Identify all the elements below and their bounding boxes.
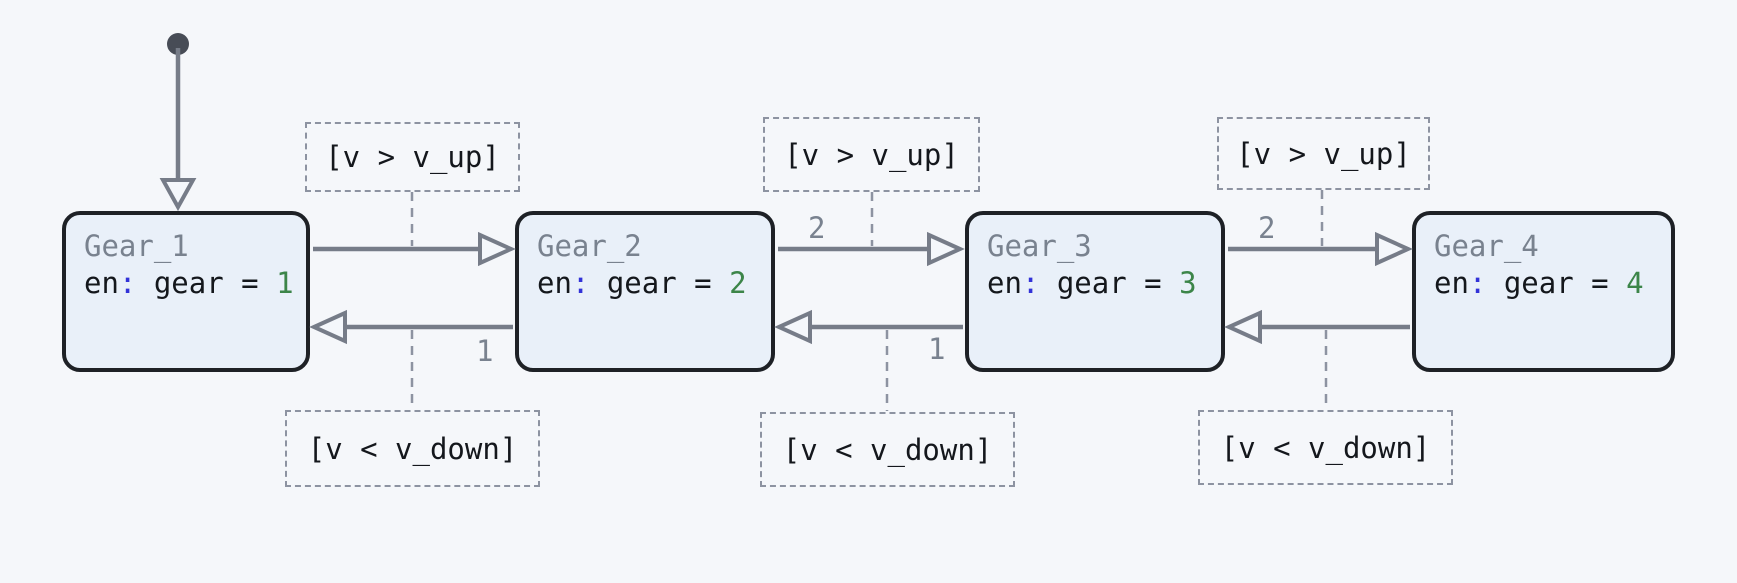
state-entry-action: en: gear = 2 [537, 265, 771, 302]
state-gear-1[interactable]: Gear_1 en: gear = 1 [62, 211, 310, 372]
initial-transition[interactable] [159, 33, 197, 212]
entry-value: 1 [276, 266, 294, 300]
arrowhead-icon [478, 231, 516, 267]
entry-colon: : [571, 266, 590, 300]
arrowhead-icon [927, 231, 965, 267]
state-title: Gear_4 [1434, 229, 1539, 263]
state-title: Gear_1 [84, 229, 189, 263]
transition-order-gear2-to-gear3: 2 [808, 211, 826, 245]
state-gear-2[interactable]: Gear_2 en: gear = 2 [515, 211, 775, 372]
transition-gear3-to-gear2[interactable] [774, 309, 963, 345]
arrowhead-icon [309, 309, 347, 345]
state-entry-action: en: gear = 1 [84, 265, 306, 302]
state-gear-3[interactable]: Gear_3 en: gear = 3 [965, 211, 1225, 372]
guard-label-down-1[interactable]: [v < v_down] [285, 410, 540, 487]
guard-label-up-1[interactable]: [v > v_up] [305, 122, 520, 192]
entry-expression: gear = [1486, 266, 1627, 300]
transition-gear2-to-gear1[interactable] [309, 309, 513, 345]
guard-label-down-3[interactable]: [v < v_down] [1198, 410, 1453, 485]
entry-expression: gear = [136, 266, 277, 300]
transition-gear4-to-gear3[interactable] [1224, 309, 1410, 345]
entry-colon: : [1468, 266, 1487, 300]
arrowhead-icon [1375, 231, 1413, 267]
transition-order-gear2-to-gear1: 1 [476, 334, 494, 368]
transition-order-gear3-to-gear2: 1 [928, 332, 946, 366]
entry-expression: gear = [1039, 266, 1180, 300]
entry-colon: : [118, 266, 137, 300]
arrowhead-icon [1224, 309, 1262, 345]
state-gear-4[interactable]: Gear_4 en: gear = 4 [1412, 211, 1675, 372]
state-entry-action: en: gear = 4 [1434, 265, 1671, 302]
guard-label-up-2[interactable]: [v > v_up] [763, 117, 980, 192]
transition-gear1-to-gear2[interactable] [313, 231, 516, 267]
state-title: Gear_2 [537, 229, 642, 263]
state-title: Gear_3 [987, 229, 1092, 263]
state-entry-action: en: gear = 3 [987, 265, 1221, 302]
guard-label-up-3[interactable]: [v > v_up] [1217, 117, 1430, 190]
transition-order-gear3-to-gear4: 2 [1258, 211, 1276, 245]
entry-expression: gear = [589, 266, 730, 300]
arrowhead-icon [159, 178, 197, 212]
guard-label-down-2[interactable]: [v < v_down] [760, 412, 1015, 487]
entry-keyword: en [987, 266, 1022, 300]
initial-state-dot-icon [167, 33, 189, 55]
arrowhead-icon [774, 309, 812, 345]
transition-gear3-to-gear4[interactable] [1228, 231, 1413, 267]
entry-keyword: en [537, 266, 572, 300]
entry-keyword: en [1434, 266, 1469, 300]
entry-value: 4 [1626, 266, 1644, 300]
entry-keyword: en [84, 266, 119, 300]
entry-colon: : [1021, 266, 1040, 300]
transition-gear2-to-gear3[interactable] [778, 231, 965, 267]
entry-value: 3 [1179, 266, 1197, 300]
entry-value: 2 [729, 266, 747, 300]
